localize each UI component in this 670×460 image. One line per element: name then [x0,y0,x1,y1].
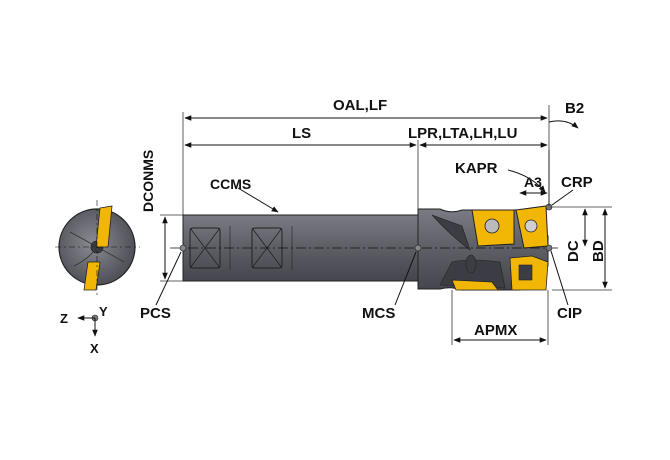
shank-flat-1-diag-b [189,227,221,269]
mcs-leader [394,251,417,306]
cip-marker [545,244,553,252]
end-view-insert-bottom [83,261,101,291]
pcs-leader [155,251,182,306]
label-b2: B2 [565,100,584,117]
label-cip: CIP [557,305,582,322]
mcs-point [414,244,422,252]
label-dc: DC [565,240,582,262]
screw-hole [465,254,477,274]
insert-front-screw [524,219,538,233]
pcs-point [179,244,187,252]
label-pcs: PCS [140,305,171,322]
label-ls: LS [292,125,311,142]
end-view-flute-2 [73,246,98,267]
crp-leader [551,189,574,206]
label-ccms: CCMS [210,176,251,192]
axis-z-label: Z [60,311,68,326]
ccms-leader [237,187,279,213]
end-view [55,200,140,296]
label-mcs: MCS [362,305,395,322]
label-kapr: KAPR [455,160,498,177]
insert-bottom-2-slot [518,264,533,281]
label-bd: BD [590,240,607,262]
axis-y-label: Y [99,304,108,319]
insert-top-screw [484,218,500,234]
kapr-angle-arc [507,169,546,193]
b2-angle-arc [548,120,579,129]
chip-pocket-top [431,214,471,251]
axis-x-label: X [90,341,99,356]
label-lpr-group: LPR,LTA,LH,LU [408,125,517,142]
label-apmx: APMX [474,322,517,339]
label-a3: A3 [524,174,542,190]
label-dconms: DCONMS [140,150,156,212]
axis-triad: Z Y X [60,304,108,356]
label-oal-lf: OAL,LF [333,97,387,114]
cip-leader [550,250,569,306]
insert-bottom-1 [451,279,499,291]
label-crp: CRP [561,174,593,191]
